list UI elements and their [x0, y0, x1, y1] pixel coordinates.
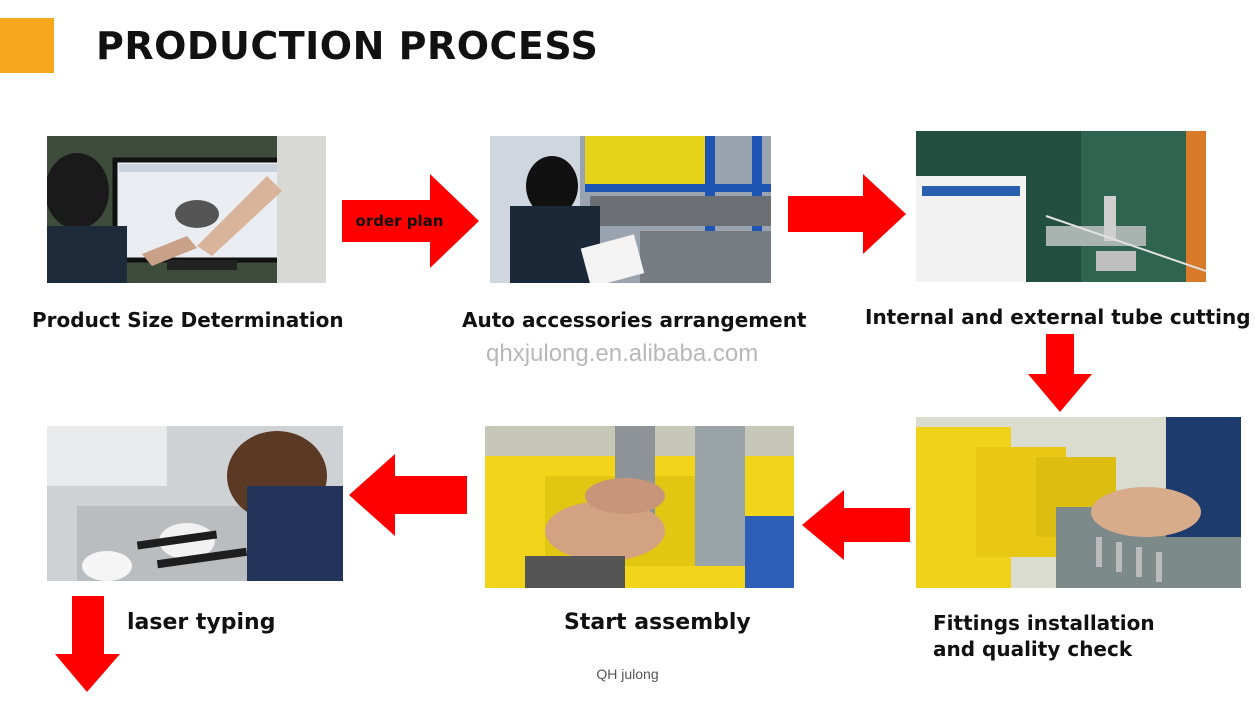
step-label-laser-typing: laser typing: [127, 610, 276, 635]
step-label-fittings: Fittings installation and quality check: [933, 611, 1155, 661]
arrow-right-order-plan: order plan: [342, 174, 479, 268]
arrow-right: [788, 174, 906, 254]
page-title: PRODUCTION PROCESS: [96, 24, 599, 68]
arrow-left: [802, 490, 910, 560]
step-label-product-size: Product Size Determination: [32, 308, 344, 332]
arrow-label: order plan: [355, 212, 444, 230]
photo-fittings-installation: [916, 417, 1241, 588]
title-accent-block: [0, 18, 54, 73]
photo-auto-accessories-arrangement: [490, 136, 771, 283]
photo-start-assembly: [485, 426, 794, 588]
arrow-down: [55, 596, 120, 692]
photo-laser-typing: [47, 426, 343, 581]
arrow-down: [1028, 334, 1092, 412]
photo-internal-external-tube-cutting: [916, 131, 1206, 282]
arrow-left: [349, 454, 467, 536]
watermark: qhxjulong.en.alibaba.com: [486, 340, 759, 367]
footer-text: QH julong: [596, 666, 659, 682]
step-label-tube-cutting: Internal and external tube cutting: [865, 305, 1251, 329]
step-label-start-assembly: Start assembly: [564, 610, 751, 635]
step-label-auto-accessories: Auto accessories arrangement: [462, 308, 807, 332]
photo-product-size-determination: [47, 136, 326, 283]
